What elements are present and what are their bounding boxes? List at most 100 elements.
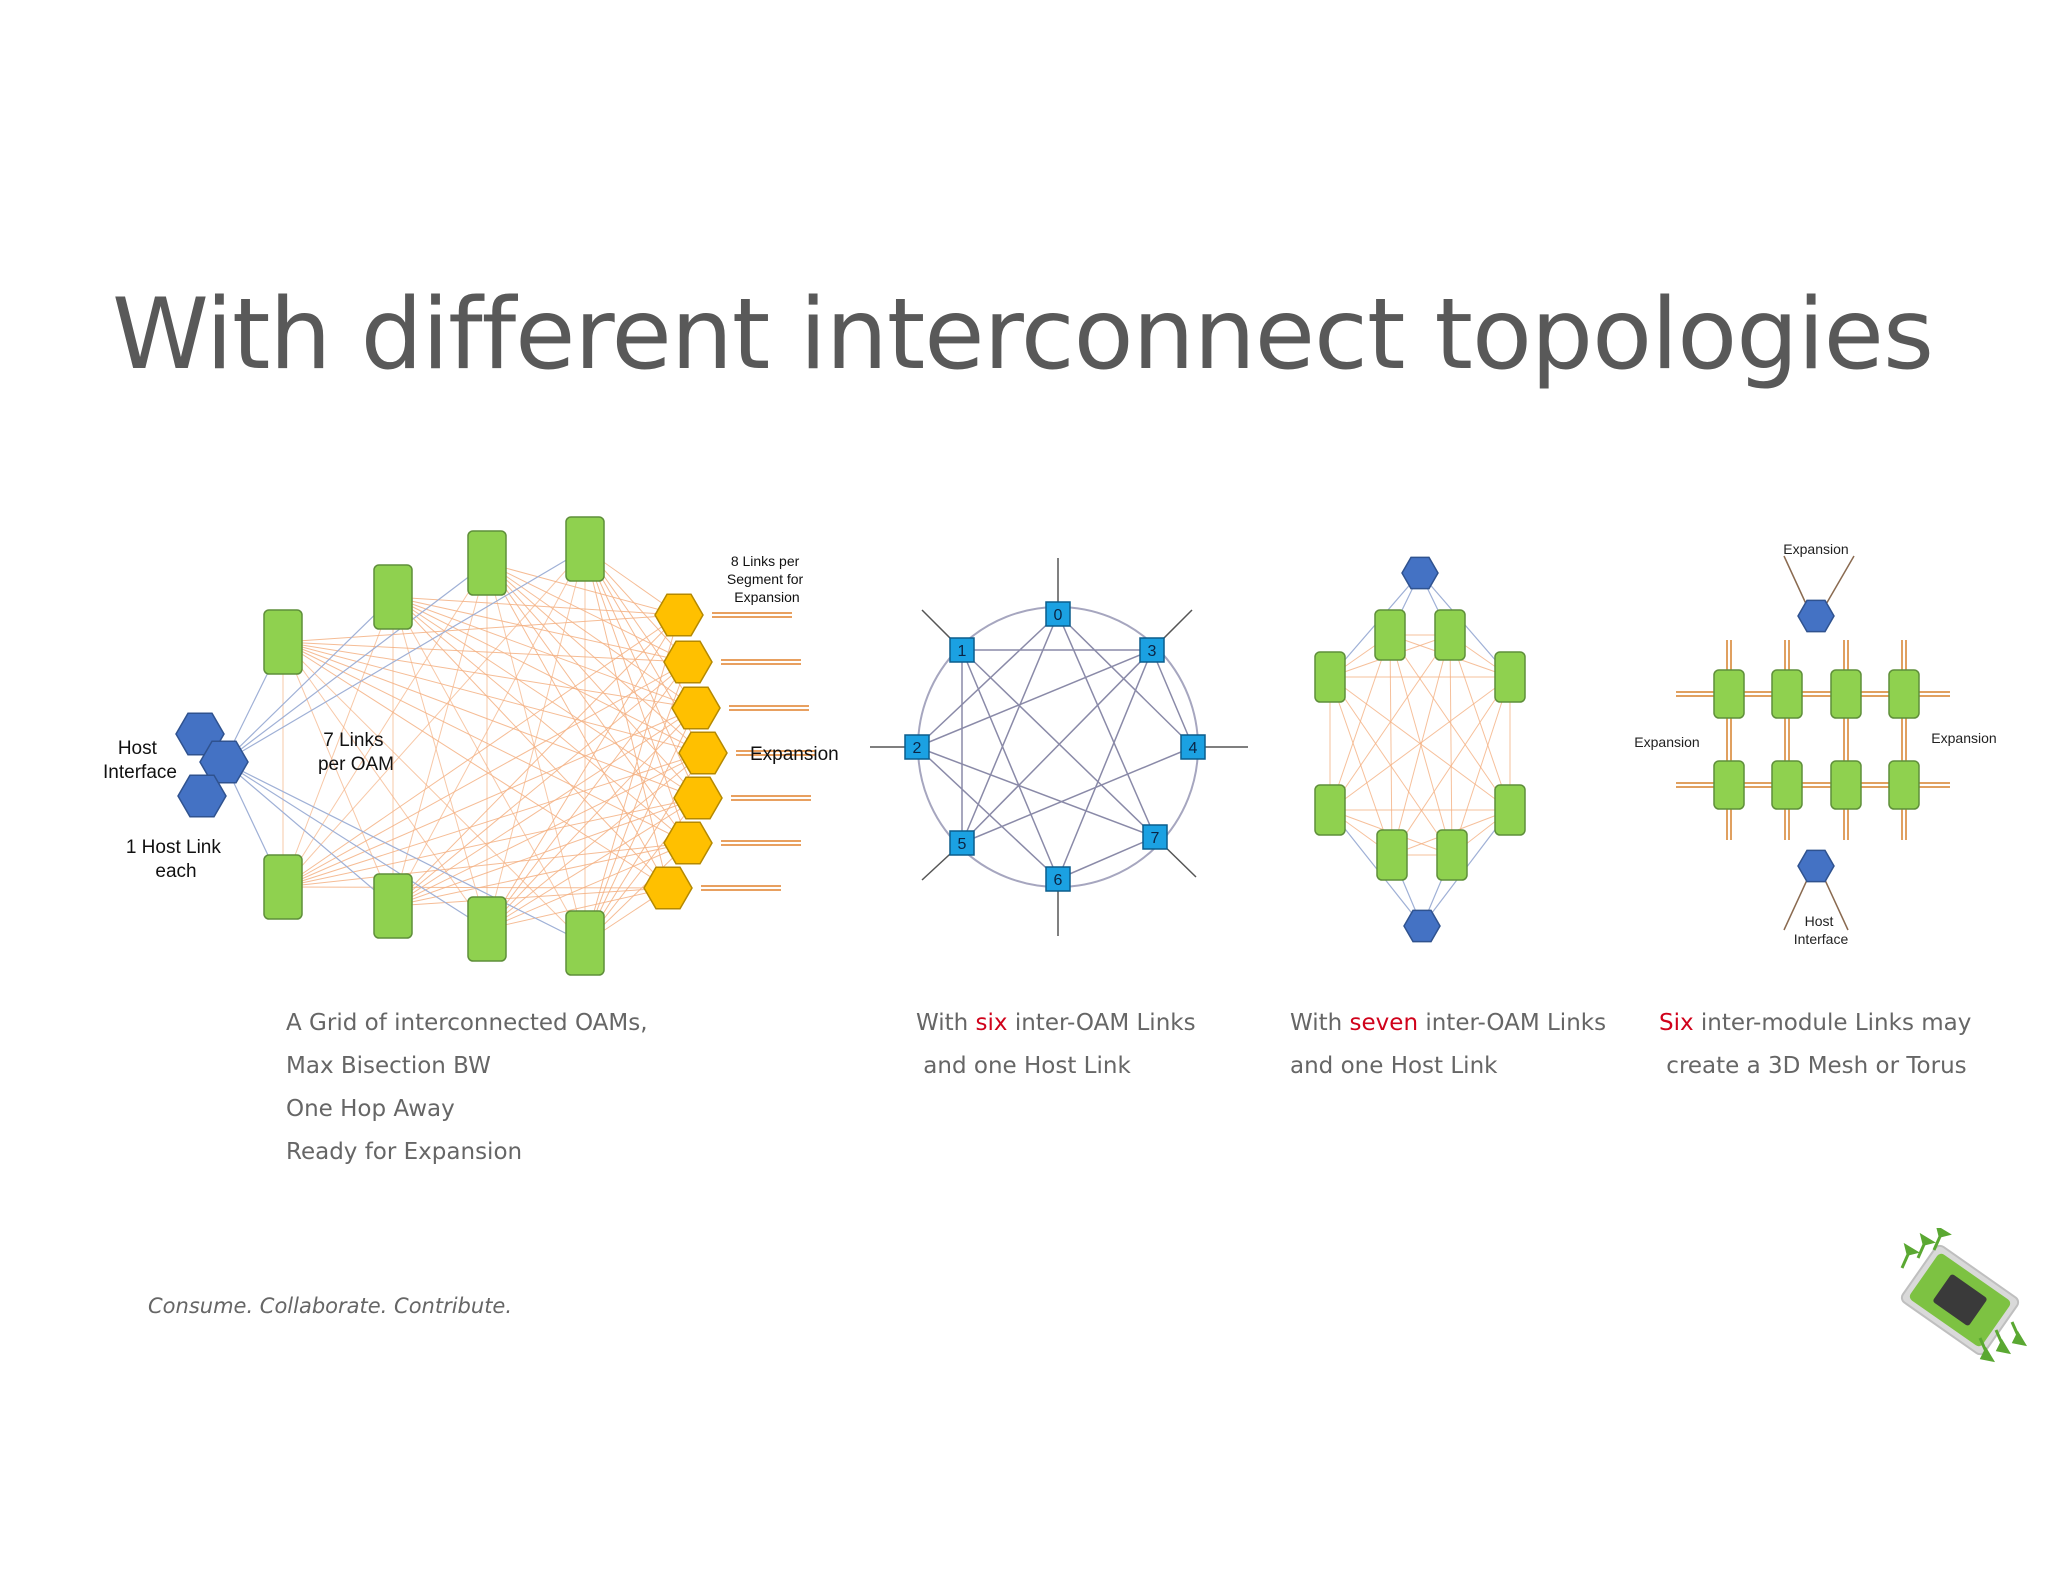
expansion-right-label: Expansion xyxy=(1931,730,1996,746)
host-link xyxy=(223,596,394,763)
chip-with-arrows-icon xyxy=(1900,1228,2028,1363)
mesh-link xyxy=(392,596,689,663)
caption-highlight: seven xyxy=(1349,1010,1419,1036)
chord-link xyxy=(1151,649,1194,748)
mesh-modules xyxy=(1713,599,1920,883)
mesh-link xyxy=(584,661,689,944)
ring-node-label: 3 xyxy=(1148,643,1157,660)
oam-module xyxy=(263,854,303,920)
caption-line: Ready for Expansion xyxy=(286,1139,523,1165)
expansion-hexagon xyxy=(678,731,728,775)
ring-node xyxy=(1045,866,1071,892)
caption-line: and one Host Link xyxy=(916,1053,1131,1079)
mesh-link xyxy=(584,548,669,889)
ring-node-label: 2 xyxy=(913,740,922,757)
ring-node xyxy=(1142,824,1168,850)
mesh-link xyxy=(282,641,697,709)
oam-module xyxy=(373,873,413,939)
seven-links-mesh xyxy=(1329,572,1511,927)
mesh-link xyxy=(486,562,689,844)
oam-module xyxy=(1713,669,1745,719)
caption-text: inter-module Links may xyxy=(1693,1010,1972,1036)
host-link xyxy=(223,548,586,763)
mesh-link xyxy=(392,842,689,907)
expansion-hexagon xyxy=(663,640,713,684)
oam-module xyxy=(1376,829,1408,881)
host-link-label: 1 Host Link each xyxy=(126,837,226,882)
caption-full-mesh: A Grid of interconnected OAMs, Max Bisec… xyxy=(286,1002,648,1174)
mesh-link xyxy=(584,707,697,944)
mesh-link xyxy=(1389,634,1393,856)
oam-module xyxy=(467,530,507,596)
host-hexagon xyxy=(199,740,249,784)
mesh-link xyxy=(1329,676,1511,811)
mesh-link xyxy=(282,661,689,888)
mesh-link xyxy=(486,562,680,616)
mesh-link xyxy=(392,887,669,907)
mesh-link xyxy=(1329,676,1453,856)
mesh-link xyxy=(282,614,680,643)
mesh-link xyxy=(584,548,689,844)
mesh-link xyxy=(282,641,488,930)
expansion-hexagon xyxy=(671,686,721,730)
oam-module xyxy=(1771,760,1803,810)
ring-node-label: 4 xyxy=(1189,740,1198,757)
chord-link xyxy=(961,649,1156,838)
mesh-link xyxy=(392,596,586,944)
host-link xyxy=(223,761,488,930)
mesh-link xyxy=(486,842,689,930)
mesh-link xyxy=(486,752,704,930)
host-link xyxy=(223,562,488,763)
caption-ring: With six inter-OAM Links and one Host Li… xyxy=(916,1002,1196,1088)
mesh-link xyxy=(486,562,689,663)
mesh-link xyxy=(282,641,669,889)
chord-link xyxy=(961,649,1059,880)
caption-line: A Grid of interconnected OAMs, xyxy=(286,1010,648,1036)
mesh-link xyxy=(282,562,488,888)
expansion-hexagon xyxy=(673,776,723,820)
mesh-link xyxy=(392,596,488,930)
host-interface-label-2: Host Interface xyxy=(1794,913,1849,947)
mesh-link xyxy=(392,596,704,754)
mesh-link xyxy=(282,641,689,844)
mesh-link xyxy=(584,614,680,944)
oam-module xyxy=(373,564,413,630)
ring-node xyxy=(904,734,930,760)
mesh-torus-diagram: Expansion Expansion Expansion Host Inter… xyxy=(1634,541,1996,947)
host-links xyxy=(223,548,586,944)
ring-node-label: 7 xyxy=(1151,830,1160,847)
caption-line: create a 3D Mesh or Torus xyxy=(1659,1053,1967,1079)
ring-chords xyxy=(916,613,1194,880)
mesh-link xyxy=(282,641,586,944)
mesh-link xyxy=(1329,634,1451,811)
host-hexagon xyxy=(1403,909,1441,943)
oam-modules xyxy=(263,516,605,976)
expansion-top-label: Expansion xyxy=(1783,541,1848,557)
host-hexagon xyxy=(177,774,227,818)
mesh-link xyxy=(392,596,699,799)
caption-text: inter-OAM Links xyxy=(1418,1010,1607,1036)
ring-node-label: 0 xyxy=(1054,607,1063,624)
mesh-link xyxy=(282,641,689,663)
chord-link xyxy=(916,746,1059,880)
oam-module xyxy=(1494,651,1526,703)
host-link xyxy=(1824,879,1849,931)
mesh-link xyxy=(282,596,394,888)
mesh-link xyxy=(392,614,680,907)
mesh-link xyxy=(392,562,488,907)
host-link xyxy=(1783,879,1808,931)
oam-module xyxy=(1436,829,1468,881)
links-per-segment-label: 8 Links per Segment for Expansion xyxy=(727,553,807,605)
oam-module xyxy=(1830,669,1862,719)
oam-module xyxy=(1888,760,1920,810)
expansion-hexagon xyxy=(643,866,693,910)
mesh-link xyxy=(1449,634,1453,856)
oam-module xyxy=(1434,609,1466,661)
mesh-link xyxy=(392,596,697,709)
caption-line: Max Bisection BW xyxy=(286,1053,491,1079)
mesh-link xyxy=(282,641,699,799)
mesh-link xyxy=(392,548,586,907)
expansion-hexagon xyxy=(663,821,713,865)
